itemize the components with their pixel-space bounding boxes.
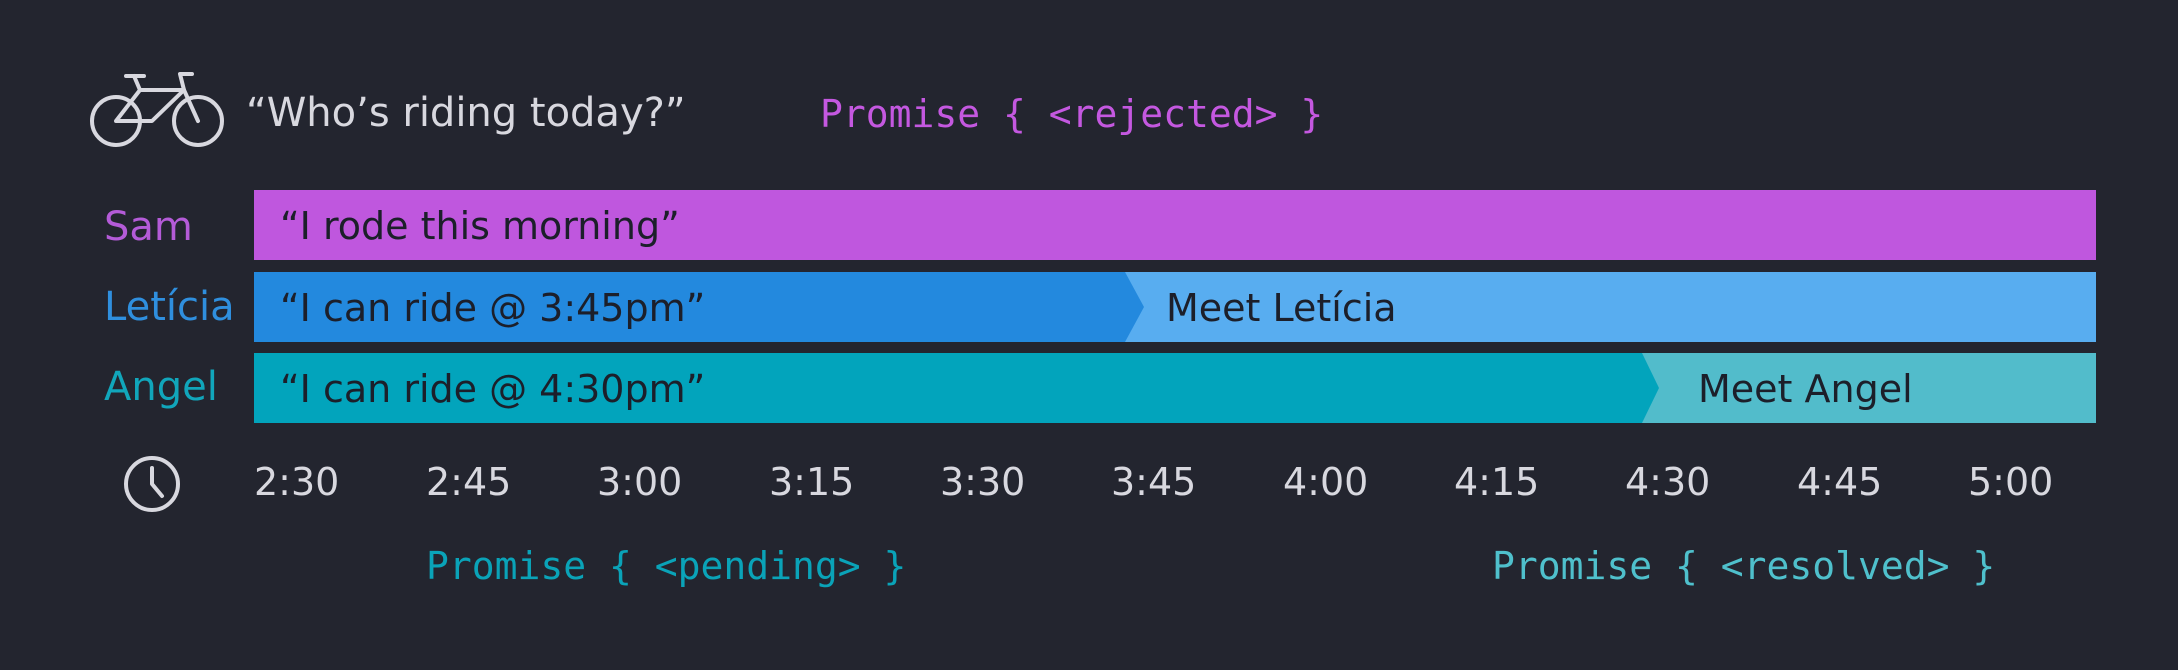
timeline-bar-sam: “I rode this morning”	[254, 190, 2096, 260]
time-tick: 3:45	[1111, 460, 1197, 504]
row-name-angel: Angel	[104, 364, 218, 410]
bicycle-icon	[88, 68, 226, 152]
time-tick: 4:45	[1797, 460, 1883, 504]
time-tick: 3:15	[769, 460, 855, 504]
timeline-bar-angel: “I can ride @ 4:30pm” Meet Angel	[254, 353, 2096, 423]
leticia-pending-label: “I can ride @ 3:45pm”	[280, 286, 706, 330]
time-tick: 3:00	[597, 460, 683, 504]
sam-pending-label: “I rode this morning”	[280, 204, 680, 248]
angel-resolved-label: Meet Angel	[1698, 367, 1913, 411]
timeline-bar-leticia: “I can ride @ 3:45pm” Meet Letícia	[254, 272, 2096, 342]
angel-pending-segment	[254, 353, 1659, 423]
row-name-sam: Sam	[104, 204, 193, 250]
sam-rejected-segment	[254, 190, 2096, 260]
time-tick: 3:30	[940, 460, 1026, 504]
row-name-leticia: Letícia	[104, 284, 235, 330]
time-tick: 2:30	[254, 460, 340, 504]
promise-resolved-label: Promise { <resolved> }	[1492, 544, 1996, 588]
leticia-pending-segment	[254, 272, 1144, 342]
leticia-bar-shapes	[254, 272, 2096, 342]
angel-bar-shapes	[254, 353, 2096, 423]
header-question: “Who’s riding today?”	[246, 90, 686, 136]
time-tick: 4:30	[1625, 460, 1711, 504]
time-tick: 4:15	[1454, 460, 1540, 504]
promise-pending-label: Promise { <pending> }	[426, 544, 907, 588]
time-tick: 5:00	[1968, 460, 2054, 504]
time-tick: 4:00	[1283, 460, 1369, 504]
leticia-resolved-label: Meet Letícia	[1166, 286, 1397, 330]
clock-icon	[122, 454, 182, 514]
promise-rejected-label: Promise { <rejected> }	[820, 92, 1324, 136]
angel-pending-label: “I can ride @ 4:30pm”	[280, 367, 706, 411]
time-tick: 2:45	[426, 460, 512, 504]
